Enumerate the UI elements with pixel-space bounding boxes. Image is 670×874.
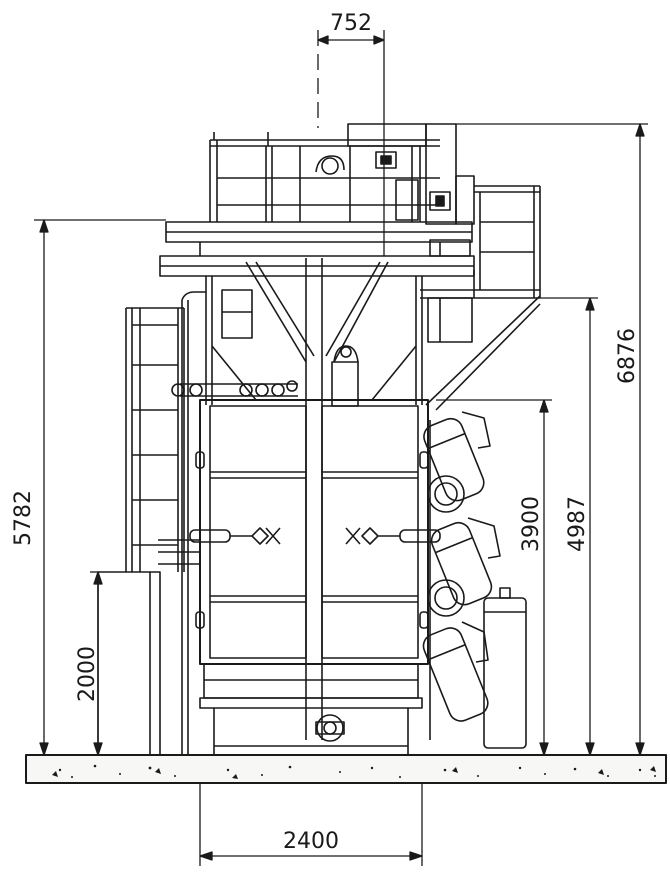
ground-slab [25,754,667,784]
trolley-wheels [171,380,298,397]
ladder [125,291,206,755]
blast-turbines [422,411,501,740]
dim-4987-label: 4987 [565,496,590,552]
blast-chamber [189,399,441,665]
drive-housing [315,123,475,225]
counter-cabinet [97,571,161,756]
chamber-base [199,663,423,755]
main-platform [159,221,475,298]
dim-2400-label: 2400 [283,829,339,854]
central-column [305,258,359,740]
dimension-lines [34,30,648,866]
dim-3900-label: 3900 [519,496,544,552]
dim-752-label: 752 [330,11,372,36]
dust-cylinder [483,587,527,749]
top-railing [209,132,440,222]
dim-2000-label: 2000 [75,646,100,702]
dim-5782-label: 5782 [11,490,36,546]
dim-6876-label: 6876 [615,328,640,384]
